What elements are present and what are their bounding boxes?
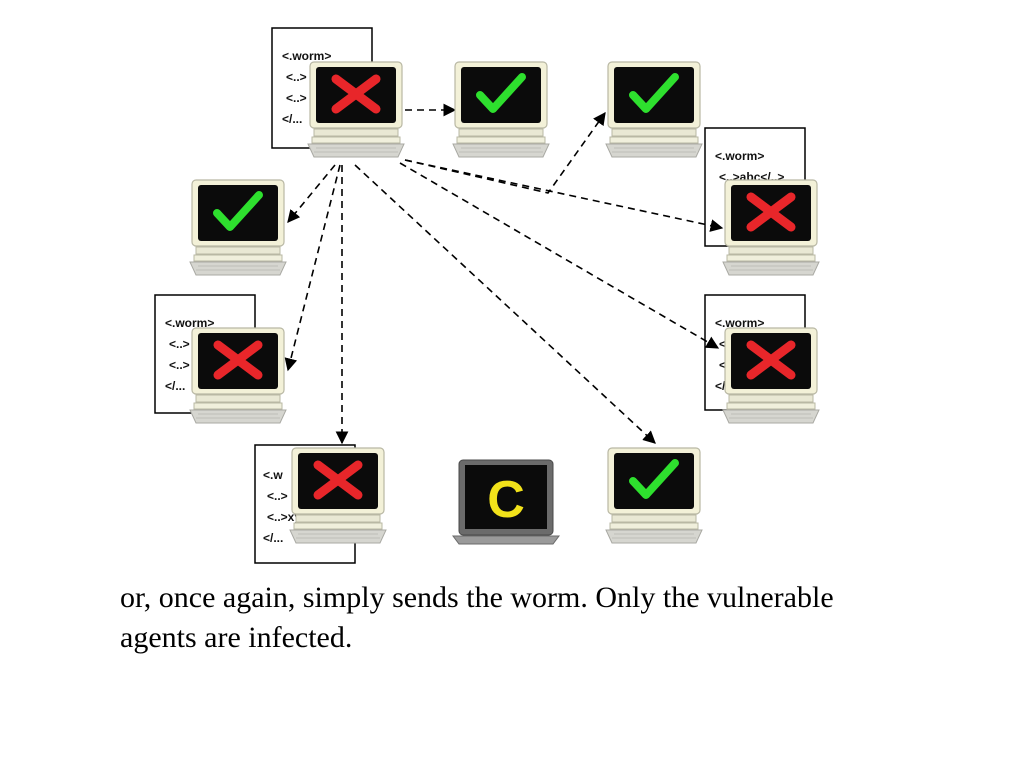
caption-line: or, once again, simply sends the worm. O… xyxy=(120,581,834,614)
agent-computer-top-middle xyxy=(452,61,550,158)
agent-computer-bottom-right xyxy=(605,447,703,544)
caption-line: agents are infected. xyxy=(120,621,353,654)
worm-code-line: <.worm> xyxy=(165,316,214,330)
worm-code-line: </... xyxy=(263,531,283,545)
agent-computer-bottom-left xyxy=(289,447,387,544)
arrow xyxy=(399,162,720,349)
worm-code-line: </... xyxy=(165,379,185,393)
agent-computer-left-lower xyxy=(189,327,287,424)
worm-code-line: <..> xyxy=(286,70,307,84)
worm-spread-diagram: <.worm> <..> <..> </... <.worm> <..>abc<… xyxy=(154,27,820,564)
worm-code-line: <.worm> xyxy=(715,149,764,163)
agent-computer-right-lower xyxy=(722,327,820,424)
worm-code-line: <..> xyxy=(169,358,190,372)
worm-code-line: <..> xyxy=(286,91,307,105)
worm-code-line: <..> xyxy=(169,337,190,351)
worm-code-line: <..> xyxy=(267,489,288,503)
worm-code-line: <.w xyxy=(263,468,283,482)
agent-computer-top-right xyxy=(605,61,703,158)
laptop-icon xyxy=(452,459,560,545)
arrow xyxy=(404,159,724,232)
slide-caption: or, once again, simply sends the worm. O… xyxy=(120,578,950,658)
arrow xyxy=(287,164,336,223)
arrow xyxy=(284,164,341,372)
worm-code-line: <..>xy xyxy=(267,510,301,524)
worm-code-line: </... xyxy=(282,112,302,126)
controller-letter: C xyxy=(487,471,525,529)
worm-code-line: <.worm> xyxy=(715,316,764,330)
propagation-arrows xyxy=(284,103,724,445)
agent-computer-left-upper xyxy=(189,179,287,276)
arrow xyxy=(354,164,656,444)
agent-computer-source xyxy=(307,61,405,158)
worm-code-line: <.worm> xyxy=(282,49,331,63)
controller-laptop: C xyxy=(452,459,560,545)
agent-computer-right-upper xyxy=(722,179,820,276)
